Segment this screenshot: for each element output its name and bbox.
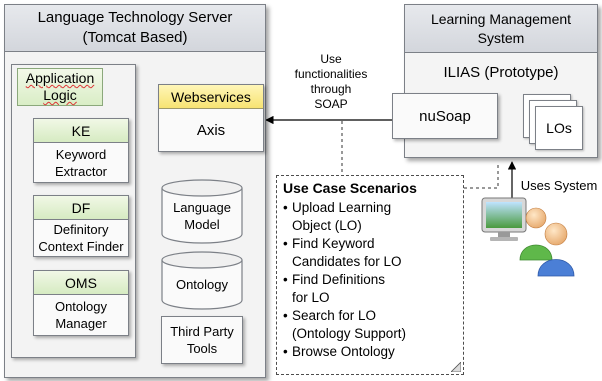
third-party-line1: Third Party — [170, 324, 234, 339]
use-case-item: Find Definitions for LO — [283, 271, 457, 307]
use-case-item-line1: Upload Learning — [292, 200, 392, 215]
module-df-name-line1: Definitory — [53, 222, 109, 237]
use-case-item-line1: Find Keyword — [292, 236, 375, 251]
language-model-label: Language Model — [160, 196, 244, 236]
lo-sheet-front — [535, 106, 583, 150]
soap-label-line3: through — [310, 82, 352, 96]
ilias-label: ILIAS (Prototype) — [443, 63, 559, 81]
application-logic-line1: Application — [25, 70, 95, 86]
language-model-cylinder-icon — [161, 179, 243, 244]
language-model-line1: Language — [173, 200, 231, 215]
module-oms-name: Ontology Manager — [34, 295, 128, 335]
module-ke-name: Keyword Extractor — [34, 143, 128, 182]
uses-system-label: Uses System — [520, 177, 598, 193]
module-df-name-line2: Context Finder — [38, 239, 124, 254]
use-case-list: Upload Learning Object (LO) Find Keyword… — [283, 199, 457, 361]
webservices-box: Webservices Axis — [158, 84, 264, 152]
third-party-tools-box: Third Party Tools — [161, 316, 243, 364]
dotted-link-user — [464, 162, 499, 189]
use-case-item-line2: (Ontology Support) — [292, 326, 407, 341]
ontology-cylinder-icon — [161, 251, 243, 310]
module-ke-abbr: KE — [34, 119, 128, 143]
module-ke: KE Keyword Extractor — [33, 118, 129, 183]
language-model-line2: Model — [184, 217, 220, 232]
los-label: LOs — [546, 120, 572, 136]
module-ke-name-line1: Keyword — [55, 146, 107, 162]
folded-corner-icon — [451, 362, 461, 372]
use-case-item: Find Keyword Candidates for LO — [283, 235, 457, 271]
use-case-item: Upload Learning Object (LO) — [283, 199, 457, 235]
webservices-header: Webservices — [159, 85, 263, 109]
use-case-item-line2: Candidates for LO — [292, 254, 402, 269]
use-case-item-line2: for LO — [292, 290, 330, 305]
application-logic-line2: Logic — [43, 87, 77, 103]
lms-title-line2: System — [477, 29, 525, 46]
lts-title-line2: (Tomcat Based) — [82, 29, 188, 46]
use-case-item: Search for LO (Ontology Support) — [283, 307, 457, 343]
use-case-title: Use Case Scenarios — [283, 180, 417, 196]
third-party-line2: Tools — [186, 341, 218, 356]
nusoap-box: nuSoap — [392, 93, 498, 139]
use-case-item-line1: Find Definitions — [292, 272, 386, 287]
module-df-abbr: DF — [34, 196, 128, 220]
soap-label-line2: functionalities — [294, 67, 368, 81]
use-case-item-line2: Object (LO) — [292, 218, 362, 233]
use-case-item-line1: Search for LO — [292, 308, 377, 323]
module-oms: OMS Ontology Manager — [33, 270, 129, 336]
use-case-item-line1: Browse Ontology — [292, 344, 395, 359]
ontology-label: Ontology — [175, 276, 229, 292]
axis-label: Axis — [196, 121, 226, 139]
users-computer-icon — [481, 197, 575, 277]
soap-label-line4: SOAP — [314, 97, 348, 111]
module-oms-name-line2: Manager — [55, 316, 107, 331]
use-case-item: Browse Ontology — [283, 343, 457, 361]
lts-header: Language Technology Server (Tomcat Based… — [5, 5, 265, 52]
application-logic-title: Application Logic — [17, 68, 103, 106]
module-df-name: Definitory Context Finder — [34, 220, 128, 256]
module-oms-abbr: OMS — [34, 271, 128, 295]
module-oms-name-line1: Ontology — [54, 299, 108, 314]
soap-label: Use functionalities through SOAP — [281, 47, 381, 117]
soap-label-line1: Use — [320, 52, 342, 66]
lms-header: Learning Management System — [405, 5, 597, 53]
lts-title-line1: Language Technology Server — [37, 9, 233, 26]
lms-title-line1: Learning Management — [430, 10, 572, 27]
module-ke-name-line2: Extractor — [54, 163, 107, 179]
use-case-scenarios-box: Use Case Scenarios Upload Learning Objec… — [276, 175, 464, 375]
module-df: DF Definitory Context Finder — [33, 195, 129, 257]
